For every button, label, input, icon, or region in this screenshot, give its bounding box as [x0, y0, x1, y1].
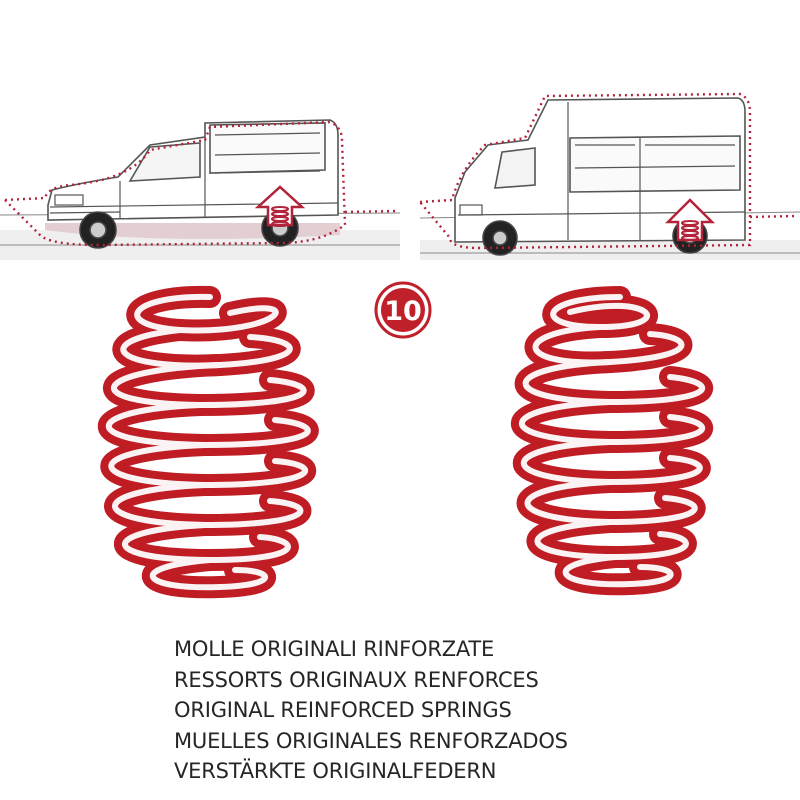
badge-number: 10: [384, 296, 422, 327]
caption-line-french: RESSORTS ORIGINAUX RENFORCES: [174, 667, 539, 692]
number-badge: 10: [373, 280, 433, 340]
caption-line-german: VERSTÄRKTE ORIGINALFEDERN: [174, 759, 497, 783]
caption-line-spanish: MUELLES ORIGINALES RENFORZADOS: [174, 728, 568, 753]
high-roof-van-illustration: [417, 90, 800, 260]
caption-line-italian: MOLLE ORIGINALI RINFORZATE: [174, 637, 495, 661]
caption-line-english: ORIGINAL REINFORCED SPRINGS: [174, 698, 512, 722]
multilingual-caption: MOLLE ORIGINALI RINFORZATE RESSORTS ORIG…: [174, 634, 774, 787]
right-coil-spring-icon: [480, 282, 740, 617]
small-van-illustration: [0, 95, 401, 260]
left-coil-spring-icon: [70, 285, 340, 620]
